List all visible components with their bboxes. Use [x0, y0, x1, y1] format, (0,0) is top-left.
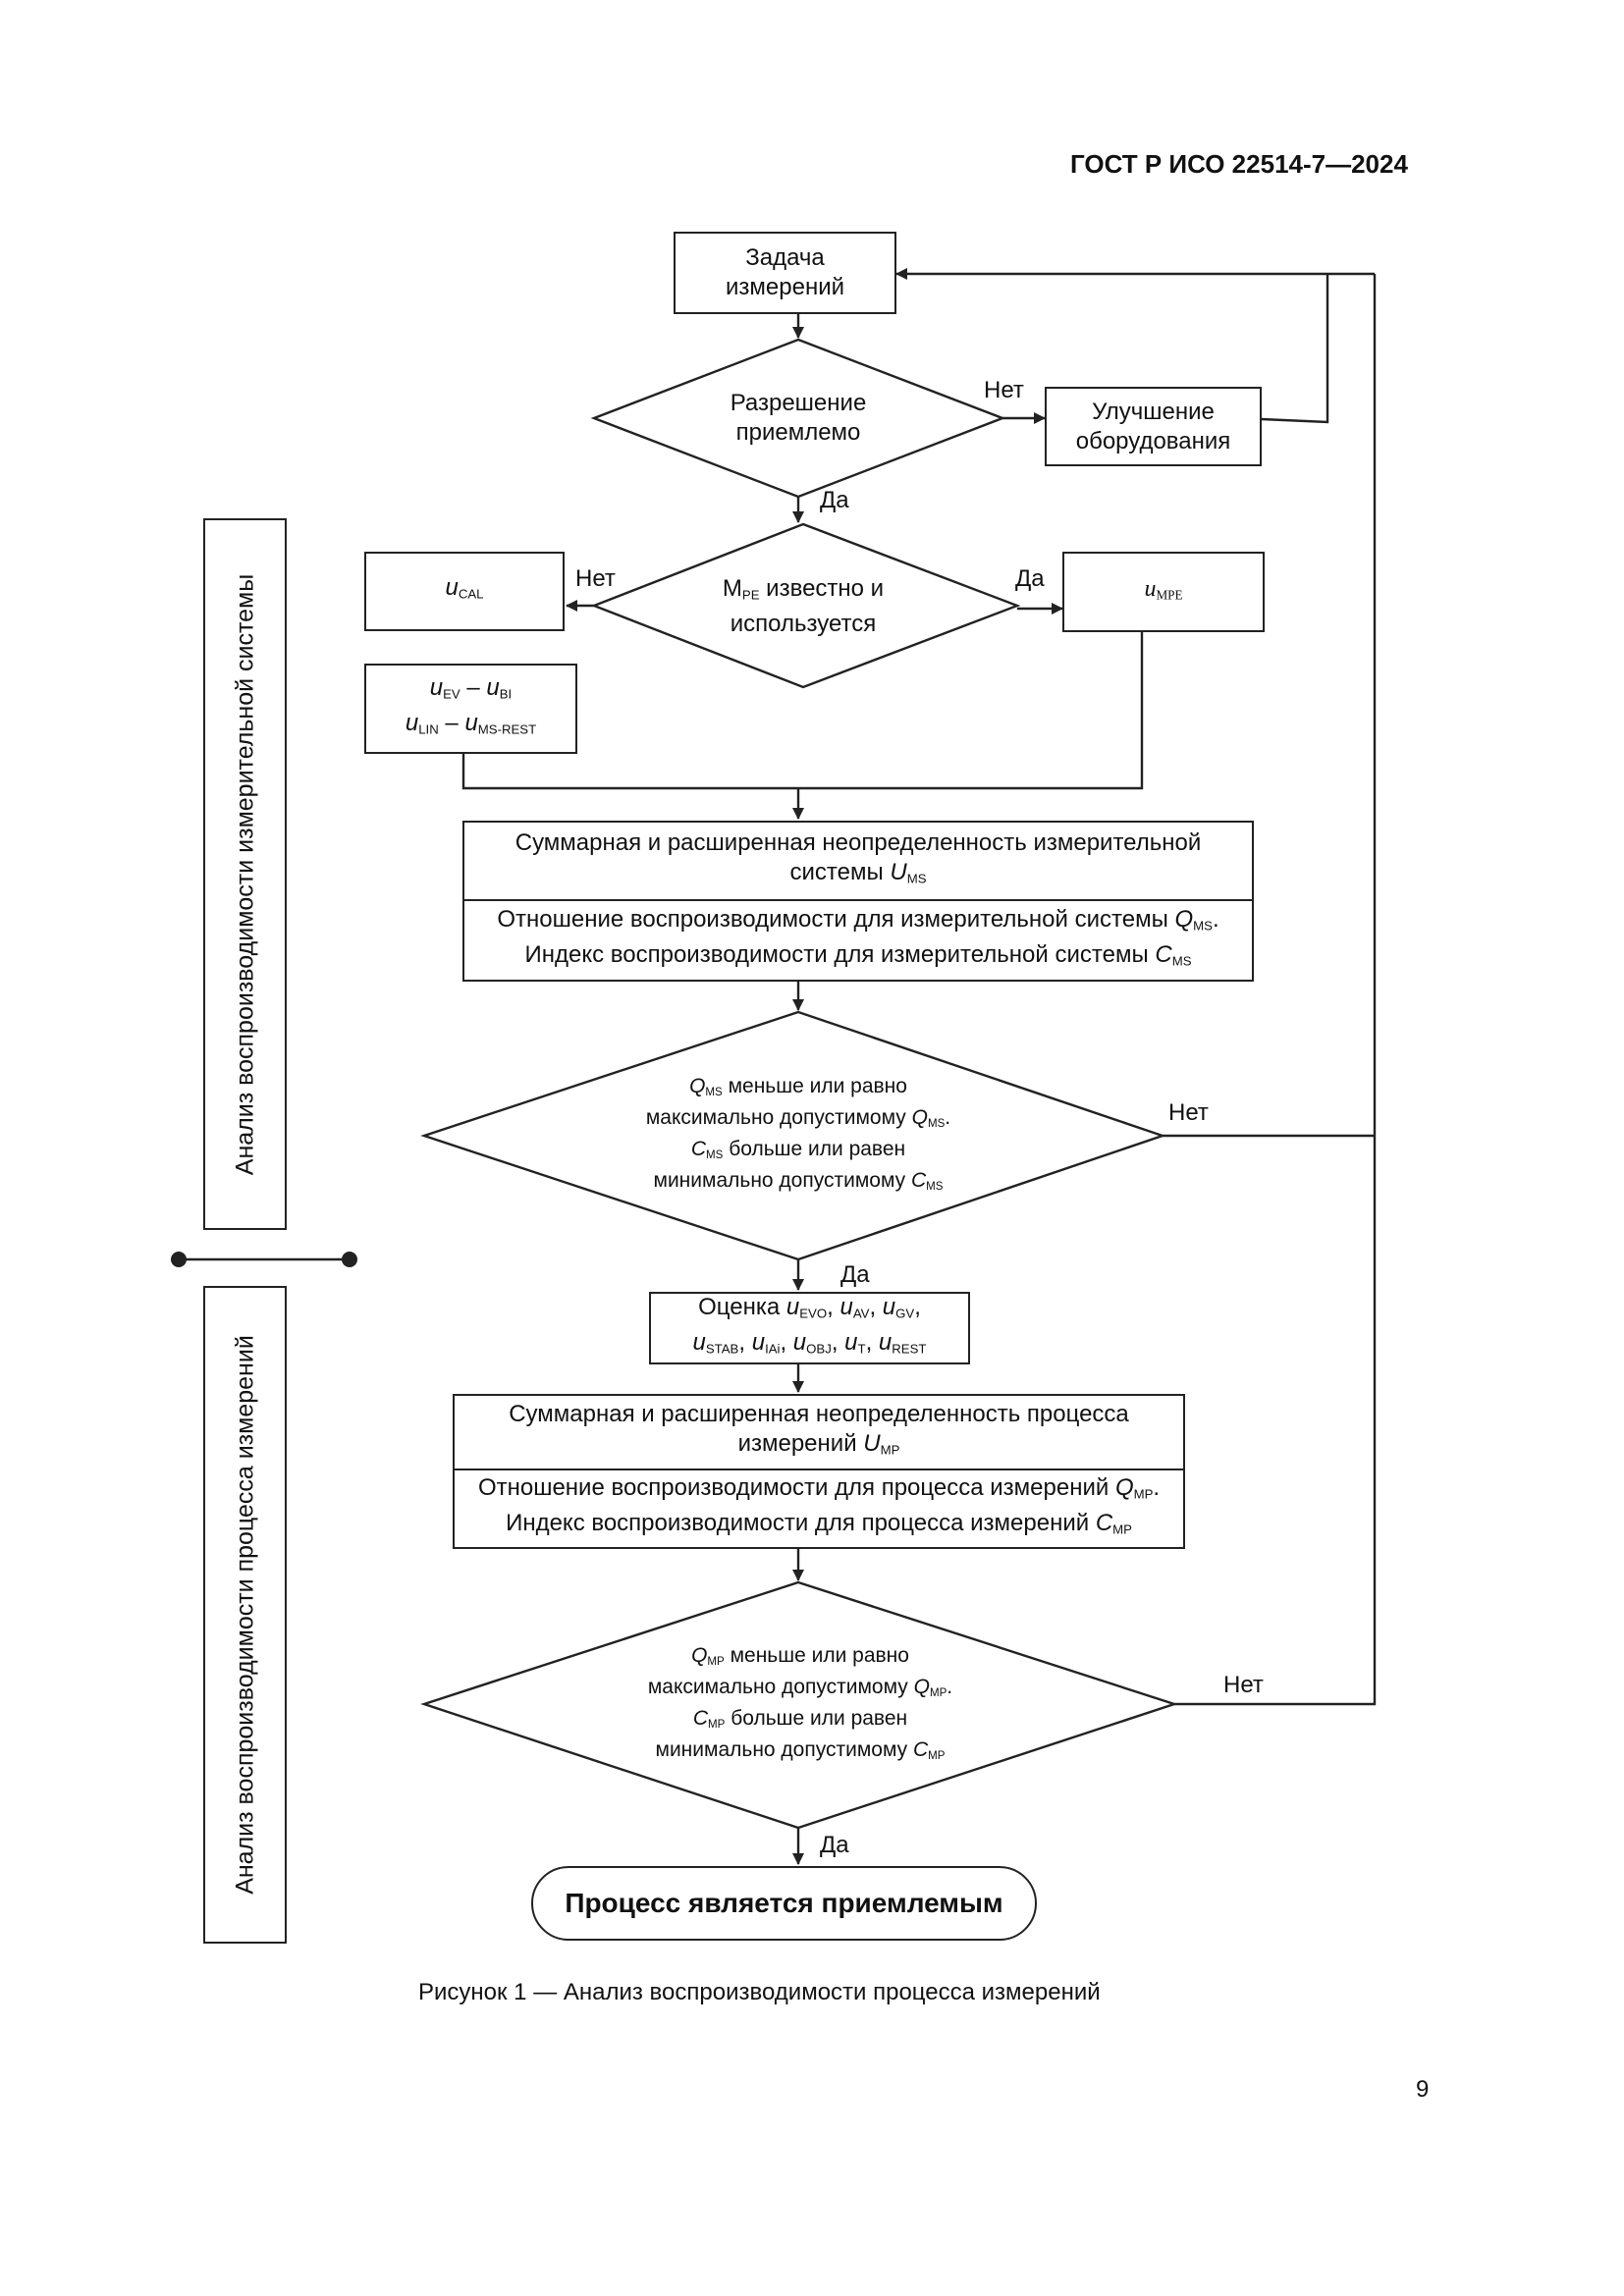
page-number: 9	[1416, 2076, 1430, 2103]
ms-ratio-line-1: Отношение воспроизводимости для измерите…	[497, 905, 1168, 933]
mp-cond-line-1: меньше или равно	[730, 1644, 909, 1668]
mp-total-line-2: измерений	[737, 1429, 857, 1457]
resolution-line-2: приемлемо	[735, 419, 861, 446]
mp-no-label: Нет	[1223, 1672, 1264, 1698]
ms-cond-line-3: больше или равен	[729, 1138, 906, 1160]
sidebar-label-measurement-process: Анализ воспроизводимости процесса измере…	[231, 1335, 258, 1895]
divider-dot-left	[171, 1252, 187, 1267]
u-mpe-symbol: u	[1144, 575, 1157, 602]
u-cal-subscript: CAL	[458, 586, 484, 602]
mp-ratio-line-2: Индекс воспроизводимости для процесса из…	[506, 1510, 1090, 1536]
mpe-line-1: известно и	[766, 574, 885, 602]
ms-cond-line-1: меньше или равно	[728, 1075, 907, 1098]
mp-total-line-1: Суммарная и расширенная неопределенность…	[509, 1400, 1129, 1427]
improve-equipment-box: Улучшение оборудования	[1045, 387, 1262, 466]
ms-cond-line-4: минимально допустимому	[653, 1168, 906, 1192]
task-box: Задача измерений	[674, 232, 896, 314]
estimate-box: Оценка uEVO, uAV, uGV, uSTAB, uIAi, uOBJ…	[649, 1292, 970, 1364]
ms-total-section: Суммарная и расширенная неопределенность…	[464, 823, 1252, 901]
mpe-no-label: Нет	[575, 565, 616, 592]
mp-condition-text: QMP меньше или равно максимально допусти…	[647, 1644, 953, 1762]
u-cal-box: uCAL	[364, 552, 565, 631]
mp-yes-label: Да	[820, 1832, 849, 1858]
ms-yes-label: Да	[840, 1261, 870, 1288]
resolution-line-1: Разрешение	[730, 390, 867, 416]
resolution-no-label: Нет	[984, 377, 1024, 403]
u-mpe-subscript: MPE	[1156, 587, 1183, 603]
mpe-symbol: M	[722, 574, 742, 602]
task-line-1: Задача	[745, 244, 825, 271]
estimate-label: Оценка	[698, 1293, 781, 1320]
u-mpe-box: uMPE	[1062, 552, 1265, 632]
final-terminal: Процесс является приемлемым	[531, 1866, 1037, 1941]
ms-ratio-line-2: Индекс воспроизводимости для измерительн…	[524, 941, 1149, 968]
mp-total-section: Суммарная и расширенная неопределенность…	[455, 1396, 1183, 1470]
mpe-line-2: используется	[730, 611, 877, 638]
u-cal-symbol: u	[445, 574, 459, 602]
mpe-subscript: PE	[741, 587, 760, 603]
mpe-text: MPE известно и используется	[671, 574, 936, 638]
task-line-2: измерений	[725, 274, 845, 300]
figure-caption: Рисунок 1 — Анализ воспроизводимости про…	[418, 1979, 1101, 2005]
mp-ratio-line-1: Отношение воспроизводимости для процесса…	[477, 1473, 1110, 1501]
ms-cond-line-2: максимально допустимому	[645, 1106, 906, 1130]
mp-cond-line-3: больше или равен	[731, 1707, 908, 1730]
sidebar-panel-measurement-system: Анализ воспроизводимости измерительной с…	[203, 518, 287, 1230]
resolution-text: Разрешение приемлемо	[680, 389, 916, 448]
ms-total-line-1: Суммарная и расширенная неопределенность…	[514, 828, 1202, 856]
improve-line-1: Улучшение	[1092, 398, 1215, 425]
ms-total-line-2: системы	[789, 858, 884, 885]
ms-ratio-section: Отношение воспроизводимости для измерите…	[497, 905, 1219, 969]
resolution-yes-label: Да	[820, 487, 849, 513]
sidebar-panel-measurement-process: Анализ воспроизводимости процесса измере…	[203, 1286, 287, 1944]
improve-line-2: оборудования	[1075, 427, 1231, 454]
ms-no-label: Нет	[1168, 1099, 1209, 1126]
ms-condition-text: QMS меньше или равно максимально допусти…	[645, 1075, 951, 1193]
sidebar-label-measurement-system: Анализ воспроизводимости измерительной с…	[231, 573, 258, 1175]
mpe-diamond	[590, 522, 1021, 689]
measurement-system-box: Суммарная и расширенная неопределенность…	[462, 821, 1254, 982]
mp-cond-line-4: минимально допустимому	[655, 1737, 908, 1761]
standard-header: ГОСТ Р ИСО 22514-7—2024	[1070, 149, 1408, 179]
mpe-yes-label: Да	[1015, 565, 1045, 592]
measurement-process-box: Суммарная и расширенная неопределенность…	[453, 1394, 1185, 1549]
mp-ratio-section: Отношение воспроизводимости для процесса…	[477, 1473, 1161, 1537]
final-text: Процесс является приемлемым	[565, 1888, 1003, 1918]
uncertainty-components-box: uEV – uBI uLIN – uMS-REST	[364, 664, 577, 754]
divider-dot-right	[342, 1252, 357, 1267]
mp-cond-line-2: максимально допустимому	[647, 1676, 908, 1699]
